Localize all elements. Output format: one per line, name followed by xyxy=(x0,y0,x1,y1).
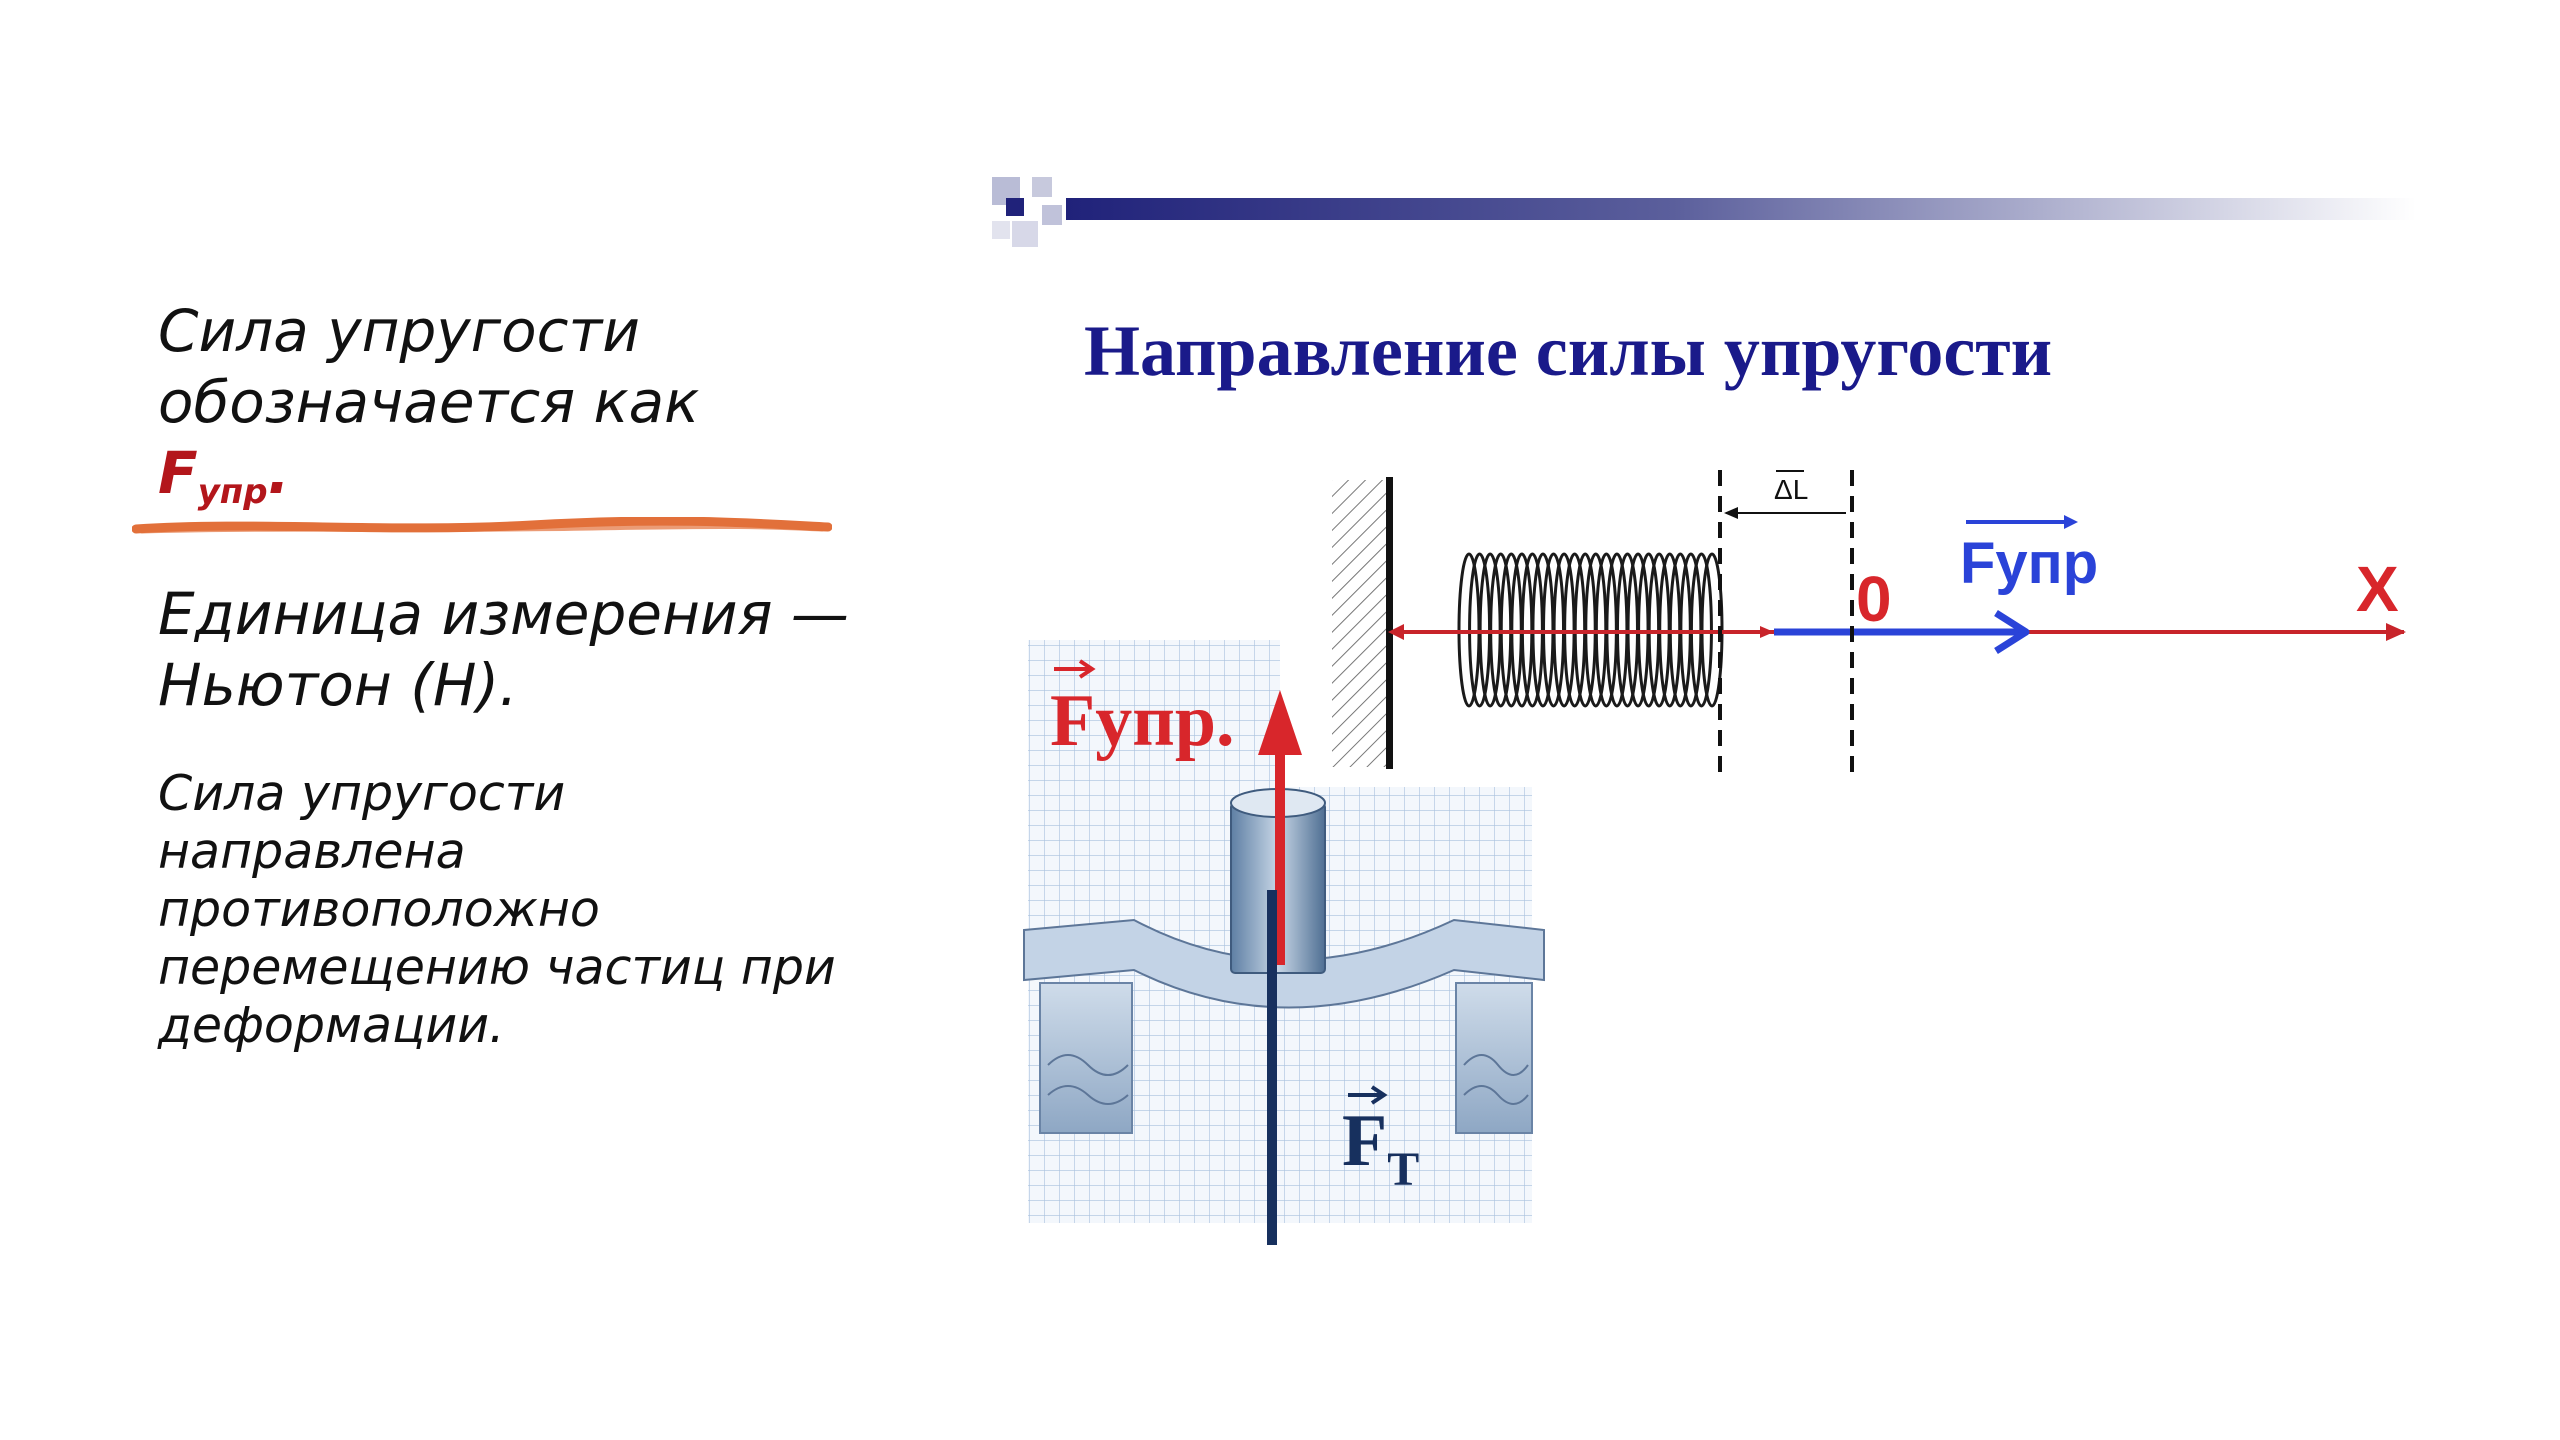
delta-length-label: ΔL xyxy=(1774,474,1808,505)
left-wood-grain xyxy=(1047,1054,1129,1105)
spring-force-label: Fупр xyxy=(1960,531,2098,596)
figure-canvas: Направление силы упругости ΔL xyxy=(992,177,2416,1245)
delta-arrowhead-left xyxy=(1724,507,1738,519)
right-support xyxy=(1455,982,1533,1134)
orange-divider xyxy=(132,517,832,534)
ft-vector-mark xyxy=(1348,1085,1388,1105)
arrow-up-icon xyxy=(1258,690,1302,755)
fupr-vector-arrowhead xyxy=(2064,515,2078,529)
intro-text: Сила упругости обозначается как xyxy=(158,297,700,436)
elastic-force-label: Fупр. xyxy=(1050,680,1235,762)
x-axis-label: X xyxy=(2356,553,2399,625)
wall-hatch xyxy=(1332,480,1390,767)
spring-diagram: ΔL Fупр 0 X xyxy=(1332,470,2406,780)
x-axis-arrowhead xyxy=(2386,623,2406,641)
direction-note: Сила упругости направлена противоположно… xyxy=(158,765,836,1054)
gravity-force-label: FТ xyxy=(1342,1100,1419,1196)
force-symbol: Fупр xyxy=(158,439,268,512)
spring-end-arrowhead xyxy=(1760,626,1774,638)
arrow-right-icon xyxy=(1994,610,2030,654)
figure-title: Направление силы упругости xyxy=(1084,311,2052,391)
origin-label: 0 xyxy=(1856,563,1892,635)
header-gradient-bar xyxy=(1066,198,2416,220)
wall-arrowhead xyxy=(1388,624,1404,640)
left-support xyxy=(1039,982,1133,1134)
left-text-column: Сила упругости обозначается как Fупр. Ед… xyxy=(132,296,858,1055)
beam-diagram: Fупр. FТ xyxy=(1023,640,1545,1245)
elastic-force-intro: Сила упругости обозначается как Fупр. xyxy=(158,296,858,509)
elastic-force-figure: Направление силы упругости ΔL xyxy=(984,165,2424,1245)
symbol-period: . xyxy=(267,439,290,507)
unit-of-measure: Единица измерения — Ньютон (Н). xyxy=(158,580,849,719)
checker-squares-icon xyxy=(992,177,1062,247)
fupr-vector-mark xyxy=(1054,659,1096,679)
right-wood-grain xyxy=(1463,1054,1529,1105)
wall-line xyxy=(1386,477,1393,769)
